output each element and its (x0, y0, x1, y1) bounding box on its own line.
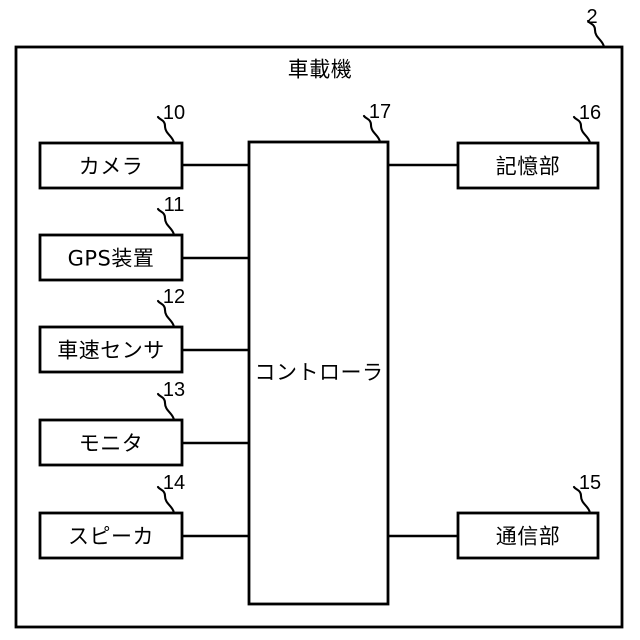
left-block-3-ref-number: 13 (162, 379, 186, 401)
controller-label: コントローラ (254, 360, 384, 385)
left-block-0-box (38, 141, 184, 190)
right-block-1-ref-leader (572, 485, 592, 515)
left-block-1-ref-leader (156, 207, 176, 237)
left-block-4-ref-number: 14 (162, 472, 186, 494)
left-block-2-ref-leader (156, 299, 176, 329)
ref-leader-17 (362, 114, 382, 144)
figure-title-label: 車載機 (287, 57, 353, 82)
left-block-3-box (38, 418, 184, 467)
left-block-4-label: スピーカ (68, 524, 154, 548)
controller-box (247, 140, 390, 606)
right-block-0-ref-number: 16 (578, 102, 602, 124)
right-block-0-label: 記憶部 (495, 154, 561, 178)
right-block-0-ref-leader (572, 115, 592, 145)
left-block-2-box (38, 325, 184, 374)
left-block-0-ref-number: 10 (162, 102, 186, 124)
left-block-3-label: モニタ (78, 431, 144, 455)
left-block-0-ref-leader (156, 115, 176, 145)
left-block-4-ref-leader (156, 485, 176, 515)
right-block-1-box (456, 511, 600, 560)
left-block-2-ref-number: 12 (162, 286, 186, 308)
left-block-1-label: GPS装置 (67, 246, 155, 270)
right-block-1-label: 通信部 (495, 524, 561, 548)
left-block-1-ref-number: 11 (163, 194, 185, 216)
left-block-2-label: 車速センサ (57, 338, 165, 362)
right-block-1-ref-number: 15 (578, 472, 602, 494)
ref-number-2: 2 (586, 6, 598, 28)
ref-leader-2 (586, 19, 606, 49)
left-block-4-box (38, 511, 184, 560)
left-block-0-label: カメラ (78, 154, 144, 178)
ref-number-17: 17 (368, 101, 392, 123)
right-block-0-box (456, 141, 600, 190)
left-block-3-ref-leader (156, 392, 176, 422)
left-block-1-box (38, 233, 184, 282)
